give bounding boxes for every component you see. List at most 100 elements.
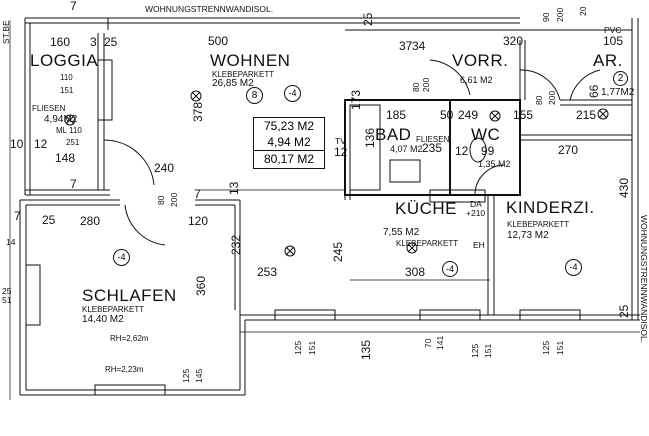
kitchen-counter [429,189,486,203]
dim-20: 20 [578,6,588,16]
dim-145: 145 [194,368,204,383]
dim-37: 37 [399,39,413,53]
dim-151c: 151 [555,340,565,355]
room-badge-wohnen: 8 [246,87,263,104]
outer-wall-right [631,18,639,320]
label-tv: TV [335,136,346,146]
dim-173: 173 [349,89,363,110]
door-vorr [429,59,471,96]
dim-wohnen-depth: 378 [191,101,205,122]
dim-232: 232 [229,234,243,255]
door-kinder [519,69,561,101]
room-minus-kueche: -4 [442,261,458,277]
bathtub [349,104,381,191]
room-badge-ar: 2 [613,71,628,86]
dim-70: 70 [423,338,433,348]
room-area-vorr: 6,61 M2 [460,75,493,85]
room-minus-wohnen: -4 [284,85,301,102]
dim-loggia-d2: 151 [60,86,74,95]
label-eh: EH [473,240,485,250]
label-wall-top: WOHNUNGSTRENNWANDISOL. [145,4,274,14]
room-area-kinderzi: 12,73 M2 [507,230,549,241]
dim-125a: 125 [293,340,303,355]
dim-50: 50 [440,108,454,122]
dim-bad-w2: 235 [422,141,443,155]
dim-25c: 25 [42,213,56,227]
room-floor-wohnen: KLEBEPARKETT [212,70,275,79]
dim-kueche-depth: 245 [331,241,345,262]
toilet [469,137,487,163]
room-floor-kueche: KLEBEPARKETT [396,239,459,248]
wall-ar-bottom [560,99,632,106]
dim-bad-width: 185 [386,108,407,122]
dim-25b: 25 [361,12,375,26]
dim-34: 34 [412,39,426,53]
wall-loggia-bottom [25,189,110,196]
dim-7b: 7 [194,187,201,201]
dim-loggia-depth: 148 [55,151,76,165]
dim-151b: 151 [483,343,493,358]
door-schlafen [124,204,166,246]
outer-wall-schlafen-left [19,200,27,395]
room-name-ar: AR. [593,51,623,70]
dim-schlafen-width: 280 [80,214,101,228]
dim-kueche-width: 308 [405,265,426,279]
room-rh2-schlafen: RH=2,23m [105,365,144,374]
dim-80a: 80 [156,195,166,205]
room-area-wc: 1,35 M2 [478,159,511,169]
room-area-ar: 1,77M2 [601,87,635,98]
outer-wall-schlafen-bottom [20,389,245,396]
wall-loggia-right [97,33,105,190]
dim-200b: 200 [421,77,431,92]
room-name-bad: BAD [375,125,412,144]
room-minus-schlafen: -4 [113,249,130,266]
dim-200a: 200 [169,192,179,207]
wall-schlafen-top [20,199,120,206]
wall-kinder-top [520,134,632,141]
window-schlafen-bottom [94,384,166,396]
dim-200d: 200 [555,7,565,22]
room-floor-loggia: FLIESEN [32,104,66,113]
wall-schlafen-top2 [195,199,240,206]
dim-schlafen-depth: 360 [194,275,208,296]
dim-151a: 151 [307,340,317,355]
dim-249: 249 [458,108,479,122]
outer-wall-top [25,17,520,24]
dim-12c: 12 [334,145,348,159]
dim-51: 51 [2,295,12,305]
room-name-kueche: KÜCHE [395,199,458,218]
dim-7c: 7 [70,177,77,191]
total-area-line2: 4,94 M2 [267,135,311,149]
dim-155: 155 [513,108,534,122]
room-area-schlafen: 14,40 M2 [82,314,124,325]
window-kueche-bottom [419,309,481,321]
outer-wall-schlafen-right [239,315,246,395]
dim-vorr-width: 320 [503,34,524,48]
outer-wall-left-loggia [24,18,31,195]
room-rh1-schlafen: RH=2,62m [110,334,149,343]
dim-schlafen-w2: 120 [188,214,209,228]
dim-loggia-width: 160 [50,35,71,49]
dim-12d: 12 [455,144,469,158]
dim-kinderzi-depth: 430 [617,177,631,198]
room-floor-bad: FLIESEN [416,135,450,144]
dim-135: 135 [359,339,373,360]
room-name-vorr: VORR. [452,51,509,70]
dim-3a: 3 [90,35,97,49]
dim-125c: 125 [541,340,551,355]
window-schlafen [25,264,41,326]
window-loggia [97,59,113,121]
dim-wc-width: 99 [481,144,495,158]
dim-25f: 25 [617,304,631,318]
label-da: DA [470,199,482,209]
dim-25a: 25 [104,35,118,49]
label-da2: +210 [466,208,486,218]
window-kinder-bottom [519,309,581,321]
label-pvc: PVC [604,25,622,35]
window-wohnen-bottom [274,309,336,321]
dim-90: 90 [541,12,551,22]
room-area-kueche: 7,55 M2 [383,227,420,238]
label-wall-right: WOHNUNGSTRENNWANDISOL. [639,215,649,344]
washbasin [389,159,421,183]
